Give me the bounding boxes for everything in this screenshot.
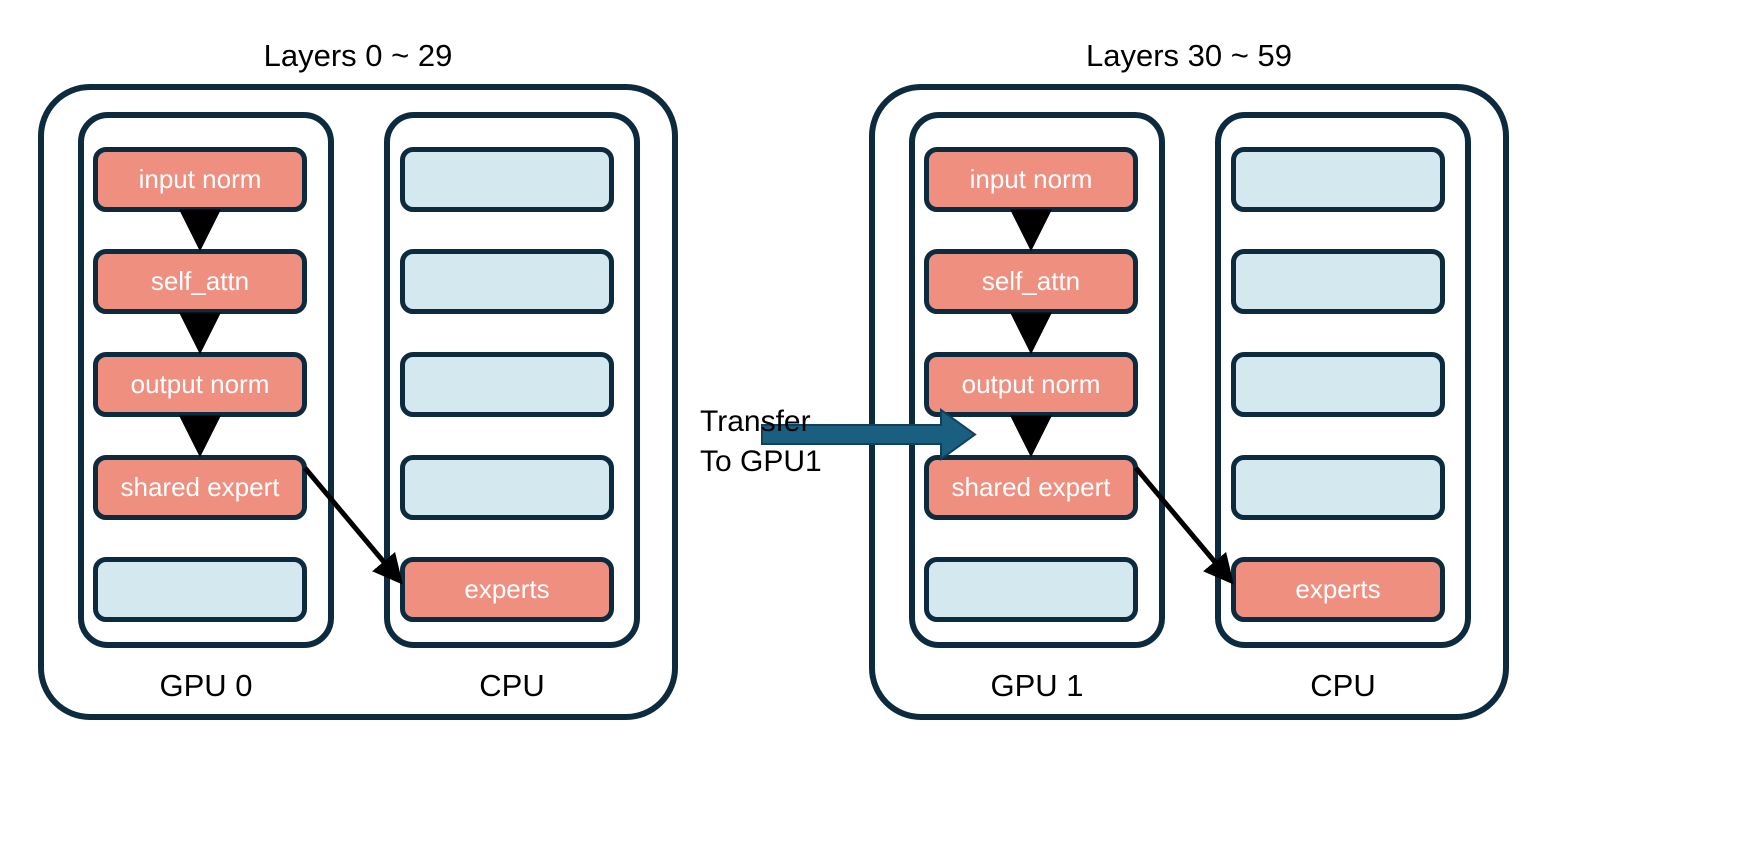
device-label-cpu-left: CPU [479,668,545,703]
slot-gpu0-shared-expert[interactable]: shared expert [93,455,307,520]
slot-cpu-right-1[interactable] [1231,249,1445,314]
group-title-right: Layers 30 ~ 59 [1086,38,1292,73]
slot-gpu1-output-norm[interactable]: output norm [924,352,1138,417]
slot-cpu-right-0[interactable] [1231,147,1445,212]
slot-gpu0-empty[interactable] [93,557,307,622]
device-label-gpu-0: GPU 0 [159,668,253,703]
transfer-label-line1: Transfer [700,405,811,438]
slot-cpu-left-0[interactable] [400,147,614,212]
slot-cpu-right-experts[interactable]: experts [1231,557,1445,622]
slot-gpu1-empty[interactable] [924,557,1138,622]
slot-cpu-right-3[interactable] [1231,455,1445,520]
slot-gpu0-input-norm[interactable]: input norm [93,147,307,212]
slot-cpu-left-1[interactable] [400,249,614,314]
transfer-label-line2: To GPU1 [700,445,822,478]
slot-cpu-left-experts[interactable]: experts [400,557,614,622]
slot-cpu-left-2[interactable] [400,352,614,417]
slot-gpu0-output-norm[interactable]: output norm [93,352,307,417]
slot-gpu0-self-attn[interactable]: self_attn [93,249,307,314]
device-label-gpu-1: GPU 1 [990,668,1084,703]
group-title-left: Layers 0 ~ 29 [263,38,453,73]
device-label-cpu-right: CPU [1310,668,1376,703]
slot-cpu-right-2[interactable] [1231,352,1445,417]
slot-gpu1-self-attn[interactable]: self_attn [924,249,1138,314]
slot-gpu1-shared-expert[interactable]: shared expert [924,455,1138,520]
slot-cpu-left-3[interactable] [400,455,614,520]
slot-gpu1-input-norm[interactable]: input norm [924,147,1138,212]
